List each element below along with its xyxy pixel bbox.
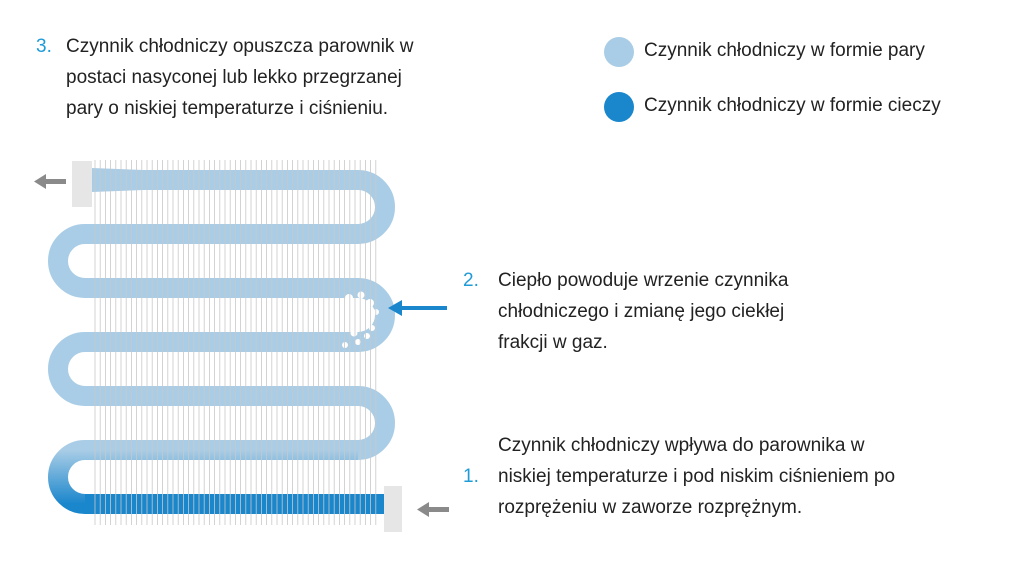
step-1-text: Czynnik chłodniczy wpływa do parownika w… [498,435,896,518]
step-1: 1. Czynnik chłodniczy wpływa do parownik… [463,430,1003,526]
evaporator-fins [94,160,377,525]
legend-swatch-vapor [604,37,634,67]
legend-swatch-liquid [604,92,634,122]
evaporator-diagram [34,160,449,532]
step-3-number: 3. [36,36,52,57]
boiling-bubbles [342,291,379,348]
outlet-fitting [72,161,92,207]
step-1-number: 1. [463,466,479,487]
step-2-number: 2. [463,270,479,291]
step-3-text: Czynnik chłodniczy opuszcza parownik w p… [66,36,414,119]
legend-label-liquid: Czynnik chłodniczy w formie cieczy [644,95,941,116]
outlet-arrow [34,174,66,189]
coil-tube-vapor [48,170,395,460]
inlet-fitting [384,486,402,532]
step-2: 2. Ciepło powoduje wrzenie czynnika chło… [463,265,883,361]
heat-arrow [388,300,447,316]
step-2-text: Ciepło powoduje wrzenie czynnika chłodni… [498,270,789,353]
step-3: 3. Czynnik chłodniczy opuszcza parownik … [36,31,506,127]
coil-tube-transition [48,440,358,514]
legend-label-vapor: Czynnik chłodniczy w formie pary [644,40,925,61]
inlet-arrow [417,502,449,517]
